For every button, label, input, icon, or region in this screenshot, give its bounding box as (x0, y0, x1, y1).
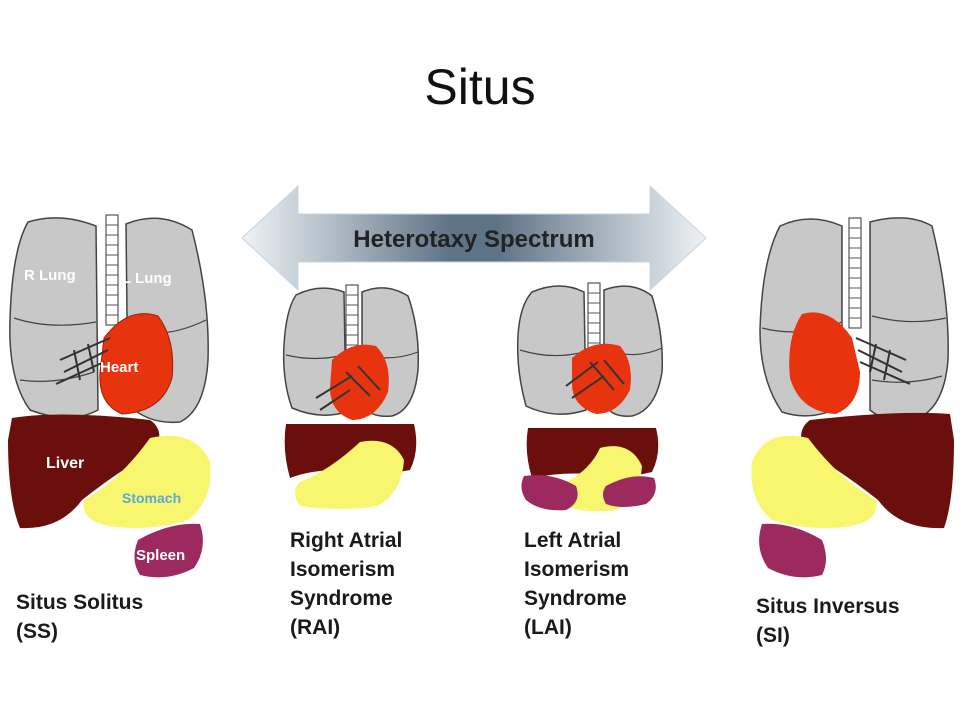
caption-line: Isomerism (290, 558, 396, 581)
caption-lai: Left Atrial Isomerism Syndrome (LAI) (524, 526, 629, 642)
spleen-label: Spleen (136, 547, 185, 564)
rai-stomach (295, 440, 404, 509)
si-heart (789, 312, 860, 414)
liver-label: Liver (46, 455, 84, 472)
stomach-label: Stomach (122, 490, 181, 506)
page-title: Situs (424, 59, 536, 115)
panel-situs-inversus (751, 217, 954, 578)
rai-heart (330, 344, 389, 420)
heart (99, 313, 174, 415)
arrow-label: Heterotaxy Spectrum (353, 226, 594, 253)
caption-line: Syndrome (290, 587, 393, 610)
l-lung-label: L Lung (122, 270, 172, 287)
caption-line: Right Atrial (290, 529, 403, 552)
stomach (83, 435, 211, 528)
caption-line: Situs Inversus (756, 595, 900, 618)
right-lung (9, 217, 99, 419)
heart-label: Heart (100, 359, 138, 376)
lai-right-lung (516, 285, 587, 415)
caption-line: (SS) (16, 620, 58, 643)
r-lung-label: R Lung (24, 267, 76, 284)
caption-line: Situs Solitus (16, 591, 144, 614)
caption-situs-solitus: Situs Solitus (SS) (16, 588, 143, 646)
si-spleen (759, 523, 826, 578)
caption-line: Left Atrial (524, 529, 622, 552)
spleen (134, 523, 203, 578)
liver (8, 414, 160, 529)
caption-line: Isomerism (524, 558, 630, 581)
caption-line: (LAI) (524, 616, 572, 639)
caption-line: (RAI) (290, 616, 341, 639)
caption-line: Syndrome (524, 587, 627, 610)
si-liver (801, 412, 954, 529)
caption-situs-inversus: Situs Inversus (SI) (756, 592, 900, 650)
si-stomach (751, 435, 877, 528)
panel-rai (282, 284, 420, 509)
caption-rai: Right Atrial Isomerism Syndrome (RAI) (290, 526, 402, 642)
lai-spleen-left (603, 476, 656, 507)
caption-line: (SI) (756, 624, 790, 647)
panel-lai (516, 282, 664, 512)
panel-situs-solitus: R Lung L Lung Heart Liver Stomach Spleen (8, 214, 211, 578)
heterotaxy-arrow: Heterotaxy Spectrum (241, 184, 707, 292)
lai-spleen-right (521, 475, 578, 511)
